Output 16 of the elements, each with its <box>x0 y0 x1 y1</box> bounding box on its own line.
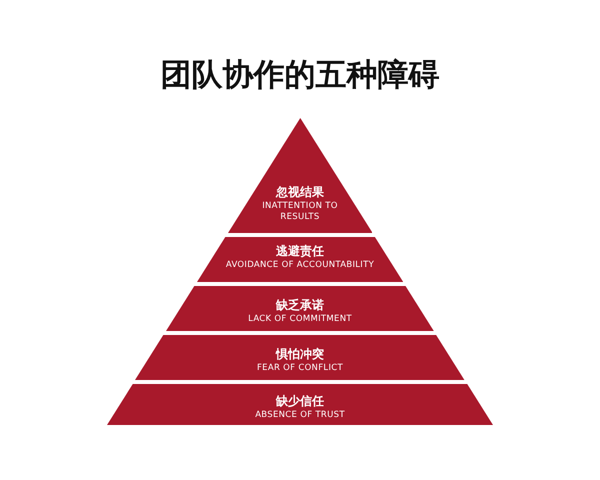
layer-subtitle: INATTENTION TO RESULTS <box>261 201 339 223</box>
pyramid-layer <box>196 237 404 282</box>
layer-subtitle: ABSENCE OF TRUST <box>254 410 346 421</box>
layer-title: 惧怕冲突 <box>276 347 324 362</box>
layer-subtitle: FEAR OF CONFLICT <box>256 363 344 374</box>
layer-title: 缺少信任 <box>276 394 324 409</box>
pyramid-layer <box>228 118 372 233</box>
layer-title: 缺乏承诺 <box>276 298 324 313</box>
pyramid-layer <box>135 335 465 380</box>
diagram-title: 团队协作的五种障碍 <box>160 56 440 95</box>
pyramid-layer <box>166 286 434 331</box>
layer-title: 忽视结果 <box>276 185 324 200</box>
layer-subtitle: LACK OF COMMITMENT <box>247 314 353 325</box>
pyramid-layer <box>107 384 493 425</box>
layer-subtitle: AVOIDANCE OF ACCOUNTABILITY <box>224 260 375 271</box>
layer-title: 逃避责任 <box>276 244 324 259</box>
